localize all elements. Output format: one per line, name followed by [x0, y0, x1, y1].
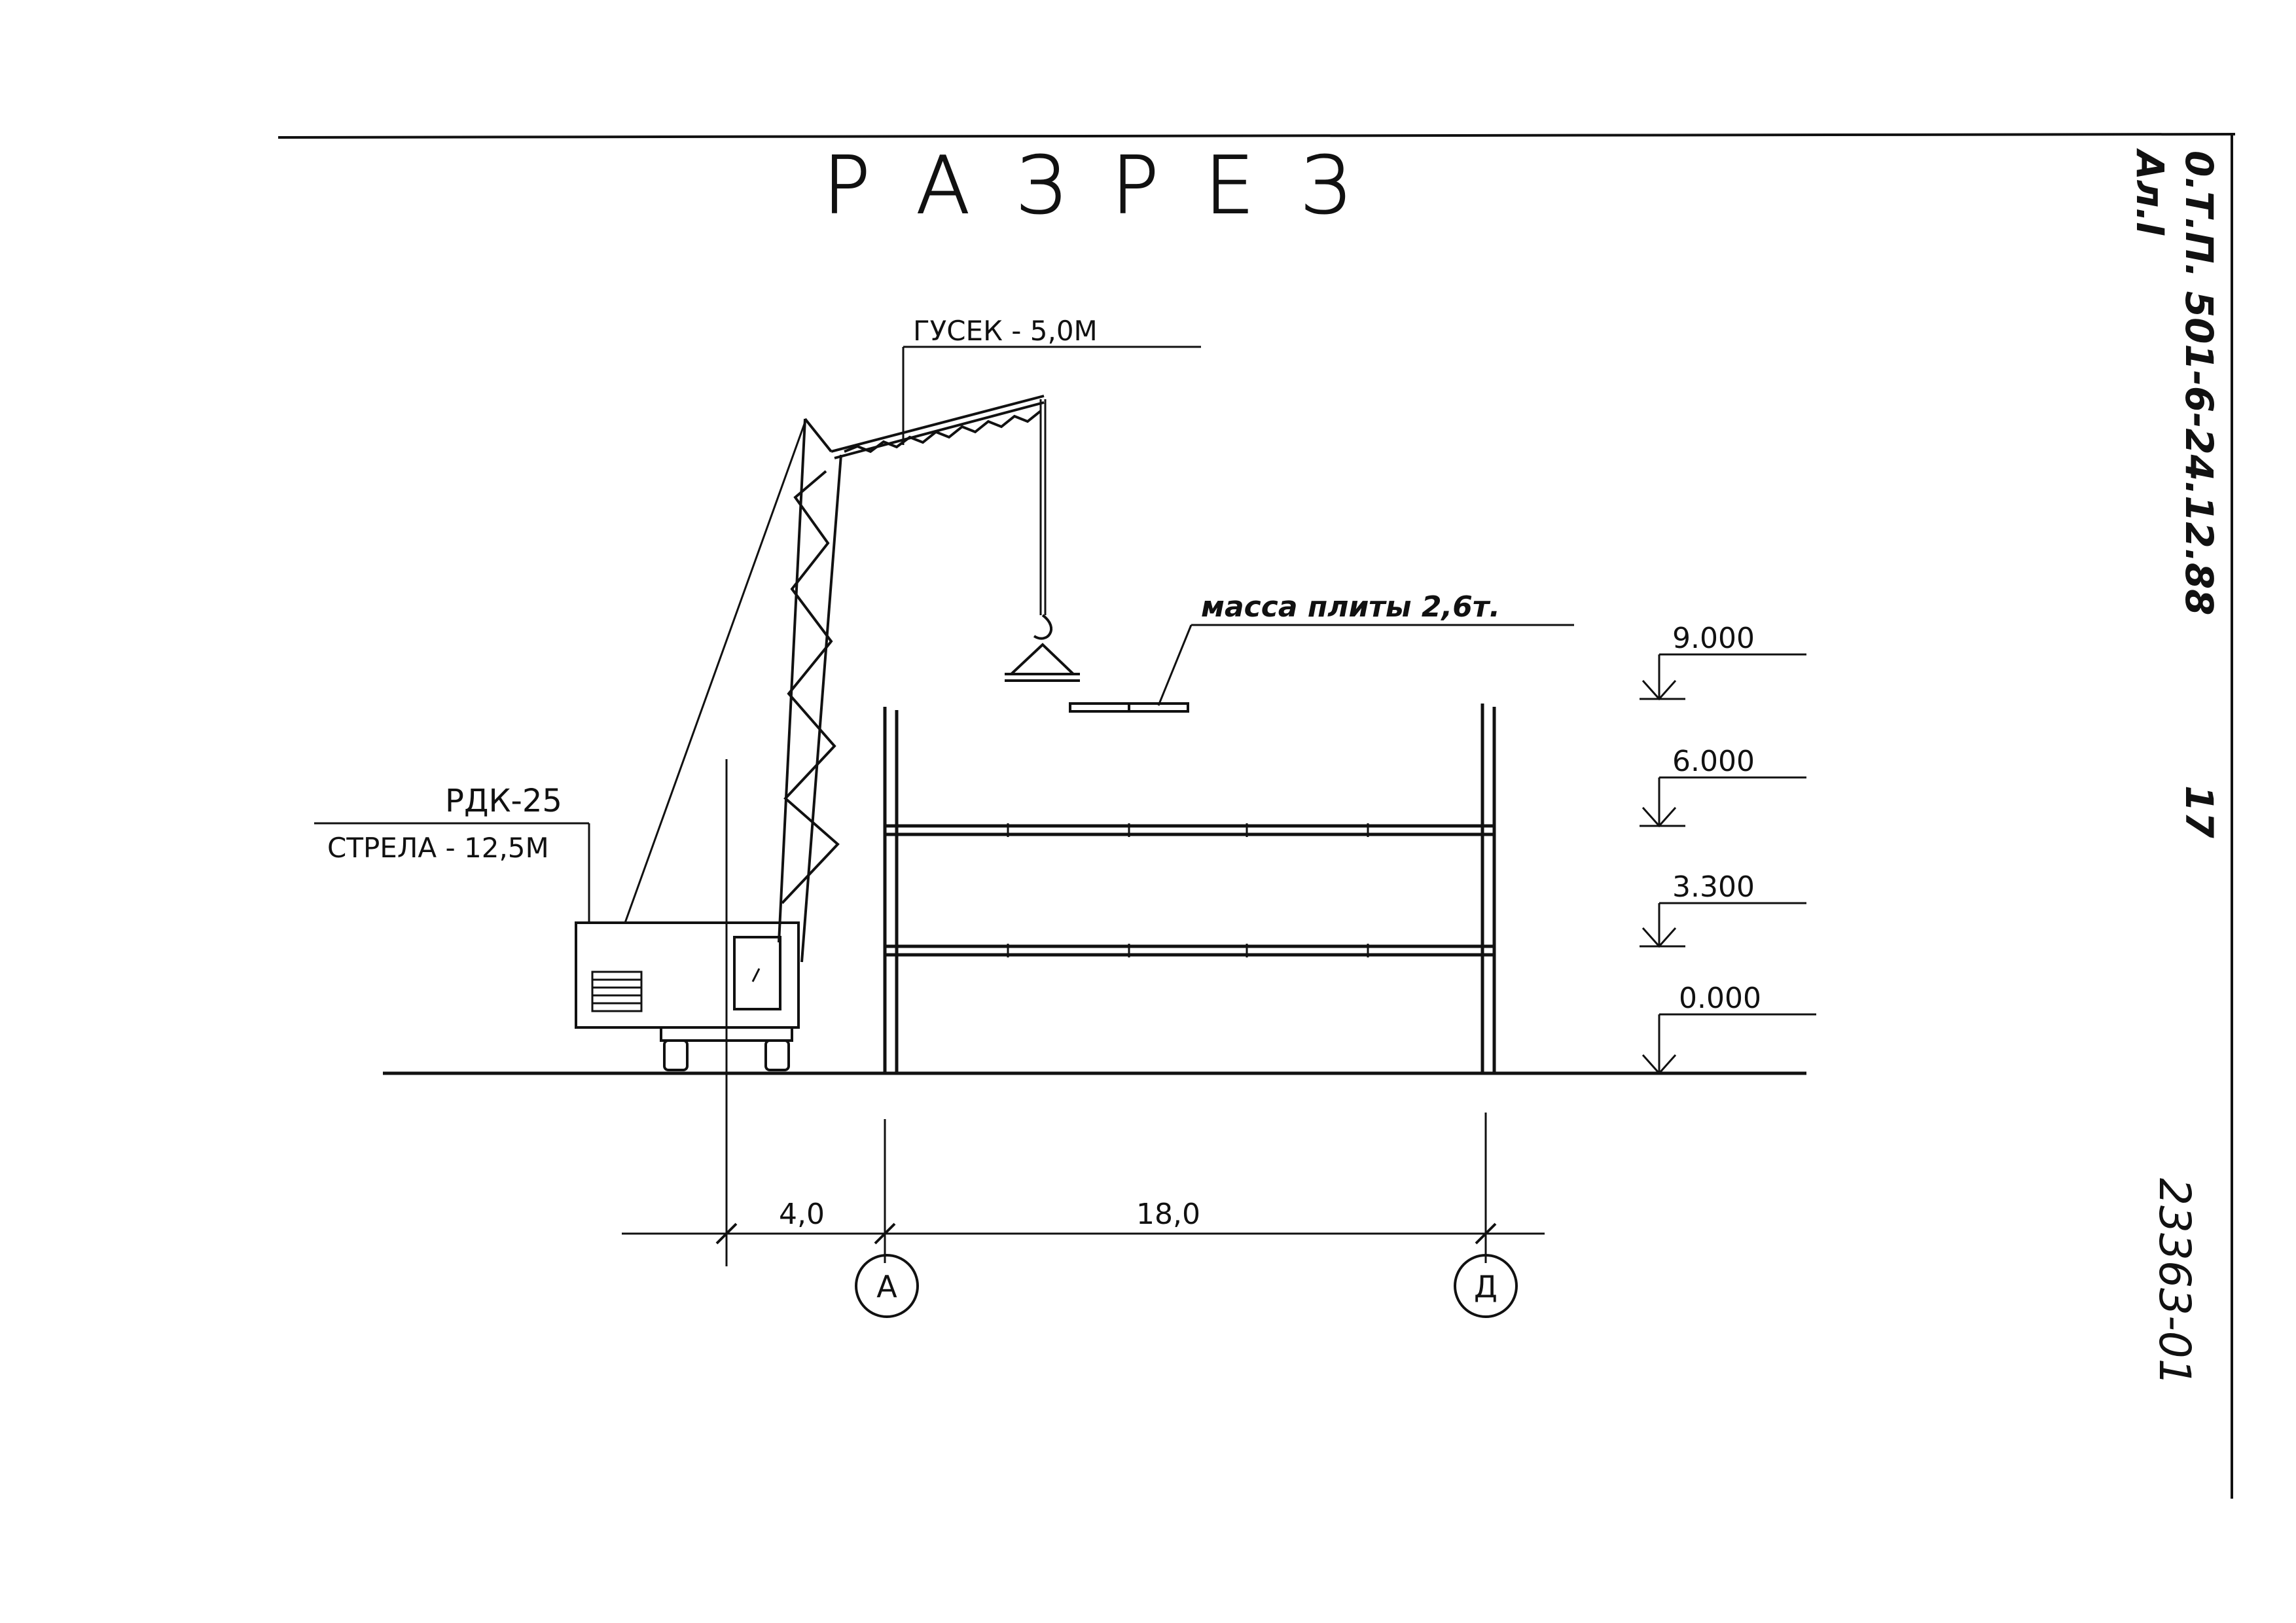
building-frame — [883, 704, 1496, 1073]
crane-hook — [1033, 614, 1052, 640]
dim-span: 18,0 — [1136, 1198, 1200, 1231]
level-marker-6000 — [1640, 776, 1806, 828]
page-number: 17 — [2177, 785, 2221, 838]
document-code: 0.Т.П. 501-6-24.12.88 — [2177, 151, 2221, 616]
axis-bubble-a: А — [855, 1254, 919, 1318]
crane-wheel-left — [663, 1039, 689, 1071]
level-9000: 9.000 — [1672, 622, 1755, 655]
level-marker-3300 — [1640, 902, 1806, 948]
level-3300: 3.300 — [1672, 870, 1755, 904]
boom-label: СТРЕЛА - 12,5М — [327, 832, 549, 864]
crane-boom — [778, 418, 842, 963]
crane-grille — [591, 971, 643, 1012]
level-6000: 6.000 — [1672, 745, 1755, 778]
level-0000: 0.000 — [1679, 982, 1761, 1015]
album-number: Ал.I — [2128, 148, 2172, 236]
dim-crane-offset: 4,0 — [779, 1198, 825, 1231]
crane-model-label: РДК-25 — [445, 783, 562, 819]
level-marker-9000 — [1640, 653, 1806, 701]
lifted-slab — [1069, 702, 1189, 713]
slab-mass-label: масса плиты 2,6т. — [1201, 590, 1500, 624]
jib-label: ГУСЕК - 5,0М — [913, 315, 1098, 347]
crane-leader — [314, 822, 590, 923]
sheet-frame — [278, 133, 2236, 1499]
crane-jib — [831, 395, 1045, 459]
crane — [575, 395, 1080, 1071]
lifting-sling — [1007, 643, 1077, 675]
sheet-number: 23363-01 — [2149, 1178, 2200, 1386]
jib-leader — [902, 346, 1201, 445]
crane-cab-window — [733, 936, 781, 1010]
axis-bubble-d: Д — [1454, 1254, 1518, 1318]
level-marker-0000 — [1641, 1013, 1816, 1075]
axis-label-a: А — [876, 1269, 897, 1304]
slab-mass-leader — [1157, 624, 1574, 706]
axis-label-d: Д — [1474, 1269, 1498, 1304]
drawing-title: РАЗРЕЗ — [823, 141, 1395, 232]
dimension-line — [622, 759, 1545, 1266]
crane-wheel-right — [764, 1039, 790, 1071]
slab-joints — [1007, 823, 1369, 957]
